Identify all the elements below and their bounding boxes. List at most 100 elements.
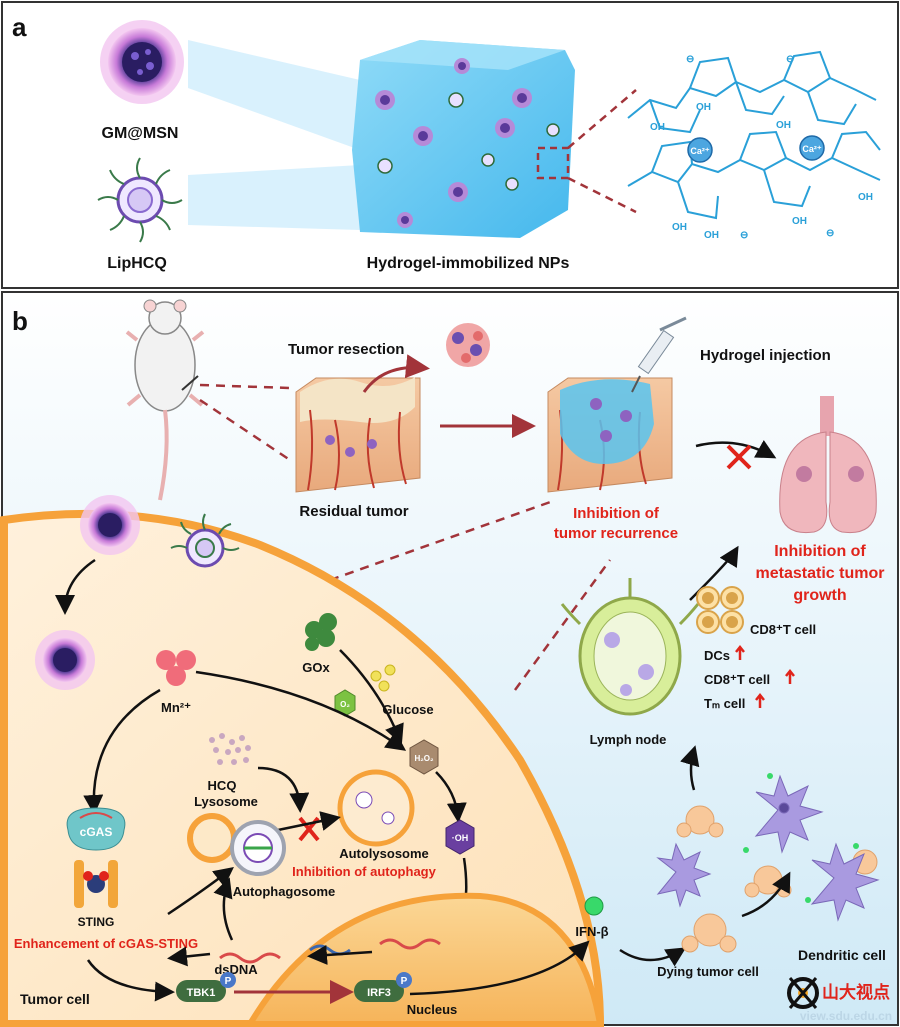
irf3-label: IRF3 (367, 987, 391, 999)
zoom-line-bottom (567, 176, 637, 214)
resected-tissue-icon (295, 377, 421, 493)
dsdna-to-autophagosome-arrow (213, 877, 234, 941)
inhibition-recurrence-label-1: Inhibition of (573, 505, 660, 522)
tumor-cell-label: Tumor cell (20, 991, 90, 1007)
svg-text:OH: OH (704, 230, 719, 241)
lymph-node-label: Lymph node (590, 732, 667, 747)
watermark-url: view.sdu.edu.cn (800, 1009, 892, 1023)
mouse-icon (125, 299, 205, 501)
svg-text:⊖: ⊖ (686, 54, 694, 65)
sting-label: STING (78, 915, 115, 929)
hydrogel-injection-label: Hydrogel injection (700, 347, 831, 364)
mn-to-cgas-arrow (83, 688, 161, 815)
svg-text:OH: OH (858, 192, 873, 203)
beam-upper (188, 40, 360, 150)
svg-text:OH: OH (792, 216, 807, 227)
tbk1-p-label: P (225, 976, 232, 987)
oh-radical-hexagon-icon: ·OH (445, 819, 475, 855)
dendritic-cell-label: Dendritic cell (798, 947, 886, 963)
svg-text:OH: OH (672, 222, 687, 233)
irf3-to-ifn-arrow (409, 940, 590, 996)
endocytosis-arrow (55, 558, 96, 615)
hydrogel-cube (352, 40, 575, 238)
dying-to-dendritic-arrow (741, 871, 791, 918)
watermark-name: 山大视点 (822, 982, 890, 1003)
gm-msn-membrane-icon (80, 495, 140, 555)
svg-text:⊖: ⊖ (740, 230, 748, 241)
lysosome-icon (187, 813, 237, 863)
gm-msn-particle-icon (100, 20, 184, 104)
inhibition-metastatic-label-3: growth (793, 587, 846, 604)
mn-to-h2o2-arrow (195, 670, 407, 751)
hcq-label: HCQ (208, 778, 237, 793)
mn-ion-label: Mn²⁺ (161, 700, 191, 715)
autophagosome-icon (230, 820, 286, 876)
h2o2-hexagon-icon: H₂O₂ (409, 739, 439, 775)
irf3-p-label: P (401, 976, 408, 987)
gm-msn-label: GM@MSN (102, 125, 179, 142)
glucose-label: Glucose (382, 702, 433, 717)
dying-tumor-cell-label: Dying tumor cell (657, 964, 759, 979)
hcq-to-lysosome-arrow (257, 766, 310, 813)
gox-icon (305, 613, 337, 651)
dsdna-label: dsDNA (214, 962, 258, 977)
dsdna-to-cgas-arrow (167, 946, 211, 967)
dcs-label: DCs (704, 648, 730, 663)
dsdna-strand (219, 952, 281, 964)
cd8-t-cell-label: CD8⁺T cell (750, 622, 816, 637)
inhibition-metastatic-label-1: Inhibition of (774, 543, 866, 560)
svg-text:OH: OH (776, 120, 791, 131)
svg-text:Ca²⁺: Ca²⁺ (802, 144, 822, 154)
tbk1-icon (176, 972, 236, 1002)
injected-tissue-icon (547, 377, 673, 493)
inhibition-recurrence-label-2: tumor recurrence (554, 525, 678, 542)
ifn-dots-icon (743, 773, 859, 903)
svg-text:OH: OH (696, 102, 711, 113)
cd8-t-cell-icon (696, 586, 744, 634)
svg-text:·OH: ·OH (452, 833, 469, 843)
sting-to-autophagosome-arrow (167, 866, 234, 916)
dash-cell-to-tissue (329, 498, 557, 582)
mn-ion-icon (156, 650, 196, 686)
autolysosome-label: Autolysosome (339, 846, 429, 861)
syringe-icon (631, 316, 687, 393)
dendritic-cell-icon (656, 774, 880, 922)
calcium-ions: Ca²⁺ Ca²⁺ (687, 135, 825, 163)
gox-label: GOx (302, 660, 330, 675)
svg-text:⊖: ⊖ (826, 228, 834, 239)
svg-text:⊖: ⊖ (786, 54, 794, 65)
hydrogel-nps-label: Hydrogel-immobilized NPs (367, 255, 570, 272)
liphcq-membrane-icon (170, 513, 240, 568)
calcium-ion-left (687, 137, 713, 163)
tumor-resection-label: Tumor resection (288, 341, 404, 358)
sting-icon (74, 860, 118, 908)
glucose-icon (370, 664, 396, 692)
cgas-label: cGAS (80, 825, 113, 839)
calcium-ion-right (799, 135, 825, 161)
hydroxyl-labels: OH OH OH OH OH OH OH ⊖ ⊖ ⊖ ⊖ (650, 54, 873, 241)
inhibition-metastatic-label-2: metastatic tumor (756, 565, 885, 582)
h2o2-to-oh-arrow (435, 771, 467, 823)
nucleus-to-dsdna-arrow (307, 945, 373, 965)
nucleus-label: Nucleus (407, 1002, 458, 1017)
watermark-logo-icon (787, 977, 819, 1009)
lymph-node-icon (560, 578, 700, 716)
mouse-to-tissue-dash-bottom (199, 398, 291, 462)
panel-b-letter: b (12, 306, 28, 336)
zoom-box (536, 146, 570, 180)
svg-text:OH: OH (650, 122, 665, 133)
autolysosome-icon (337, 769, 415, 847)
tbk1-label: TBK1 (187, 987, 216, 999)
hcq-icon (209, 733, 251, 765)
panel-a-letter: a (12, 12, 27, 42)
ifn-to-dying-cell-arrow (619, 947, 687, 967)
sting-to-tbk1-arrow (86, 959, 175, 1002)
liphcq-particle-icon (97, 157, 183, 243)
ifn-beta-icon (584, 896, 604, 916)
irf3-icon (354, 972, 412, 1002)
cgas-icon (66, 807, 126, 851)
enhancement-label: Enhancement of cGAS-STING (14, 936, 198, 951)
zoom-line-top (567, 89, 637, 149)
residual-tumor-label: Residual tumor (299, 503, 408, 520)
